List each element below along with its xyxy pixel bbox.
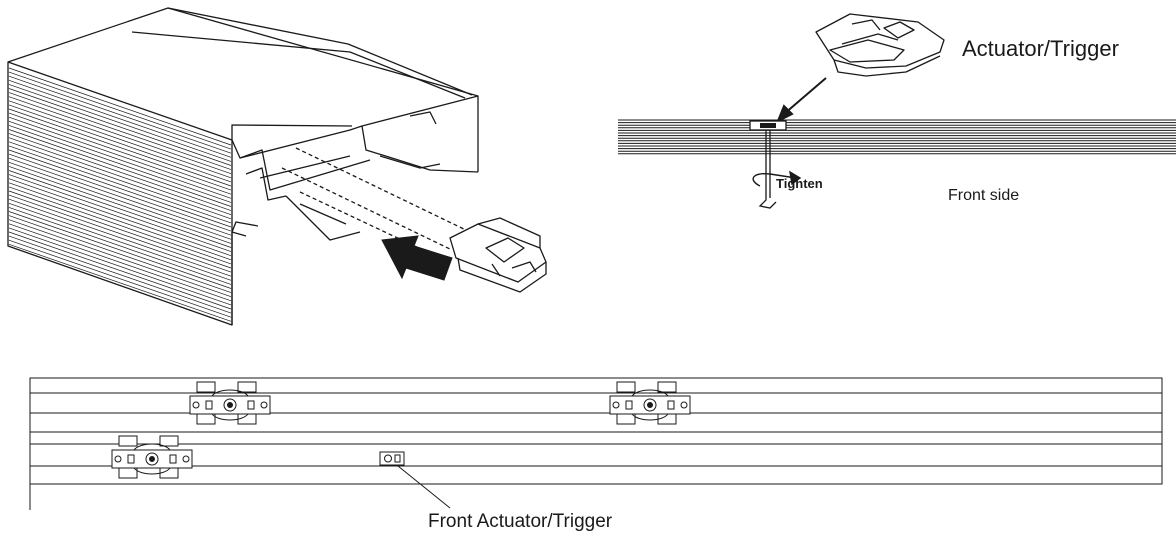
front-face-ribs [8, 67, 232, 322]
bold-arrow-icon [381, 235, 453, 281]
trolley-3 [111, 435, 193, 479]
actuator-iso [449, 217, 547, 293]
trolley-1 [189, 381, 271, 425]
hex-key [758, 130, 777, 209]
actuator-detail [815, 13, 945, 77]
trolley-2 [609, 381, 691, 425]
leader-line [397, 465, 451, 509]
actuator-trigger-label: Actuator/Trigger [962, 36, 1119, 61]
tighten-label: Tighten [776, 176, 823, 191]
front-actuator-trigger-label: Front Actuator/Trigger [428, 511, 613, 532]
curved-arrow-icon [752, 170, 802, 187]
front-actuator-plan [379, 451, 405, 466]
thin-arrow-icon [776, 77, 827, 124]
front-side-label: Front side [948, 187, 1020, 204]
